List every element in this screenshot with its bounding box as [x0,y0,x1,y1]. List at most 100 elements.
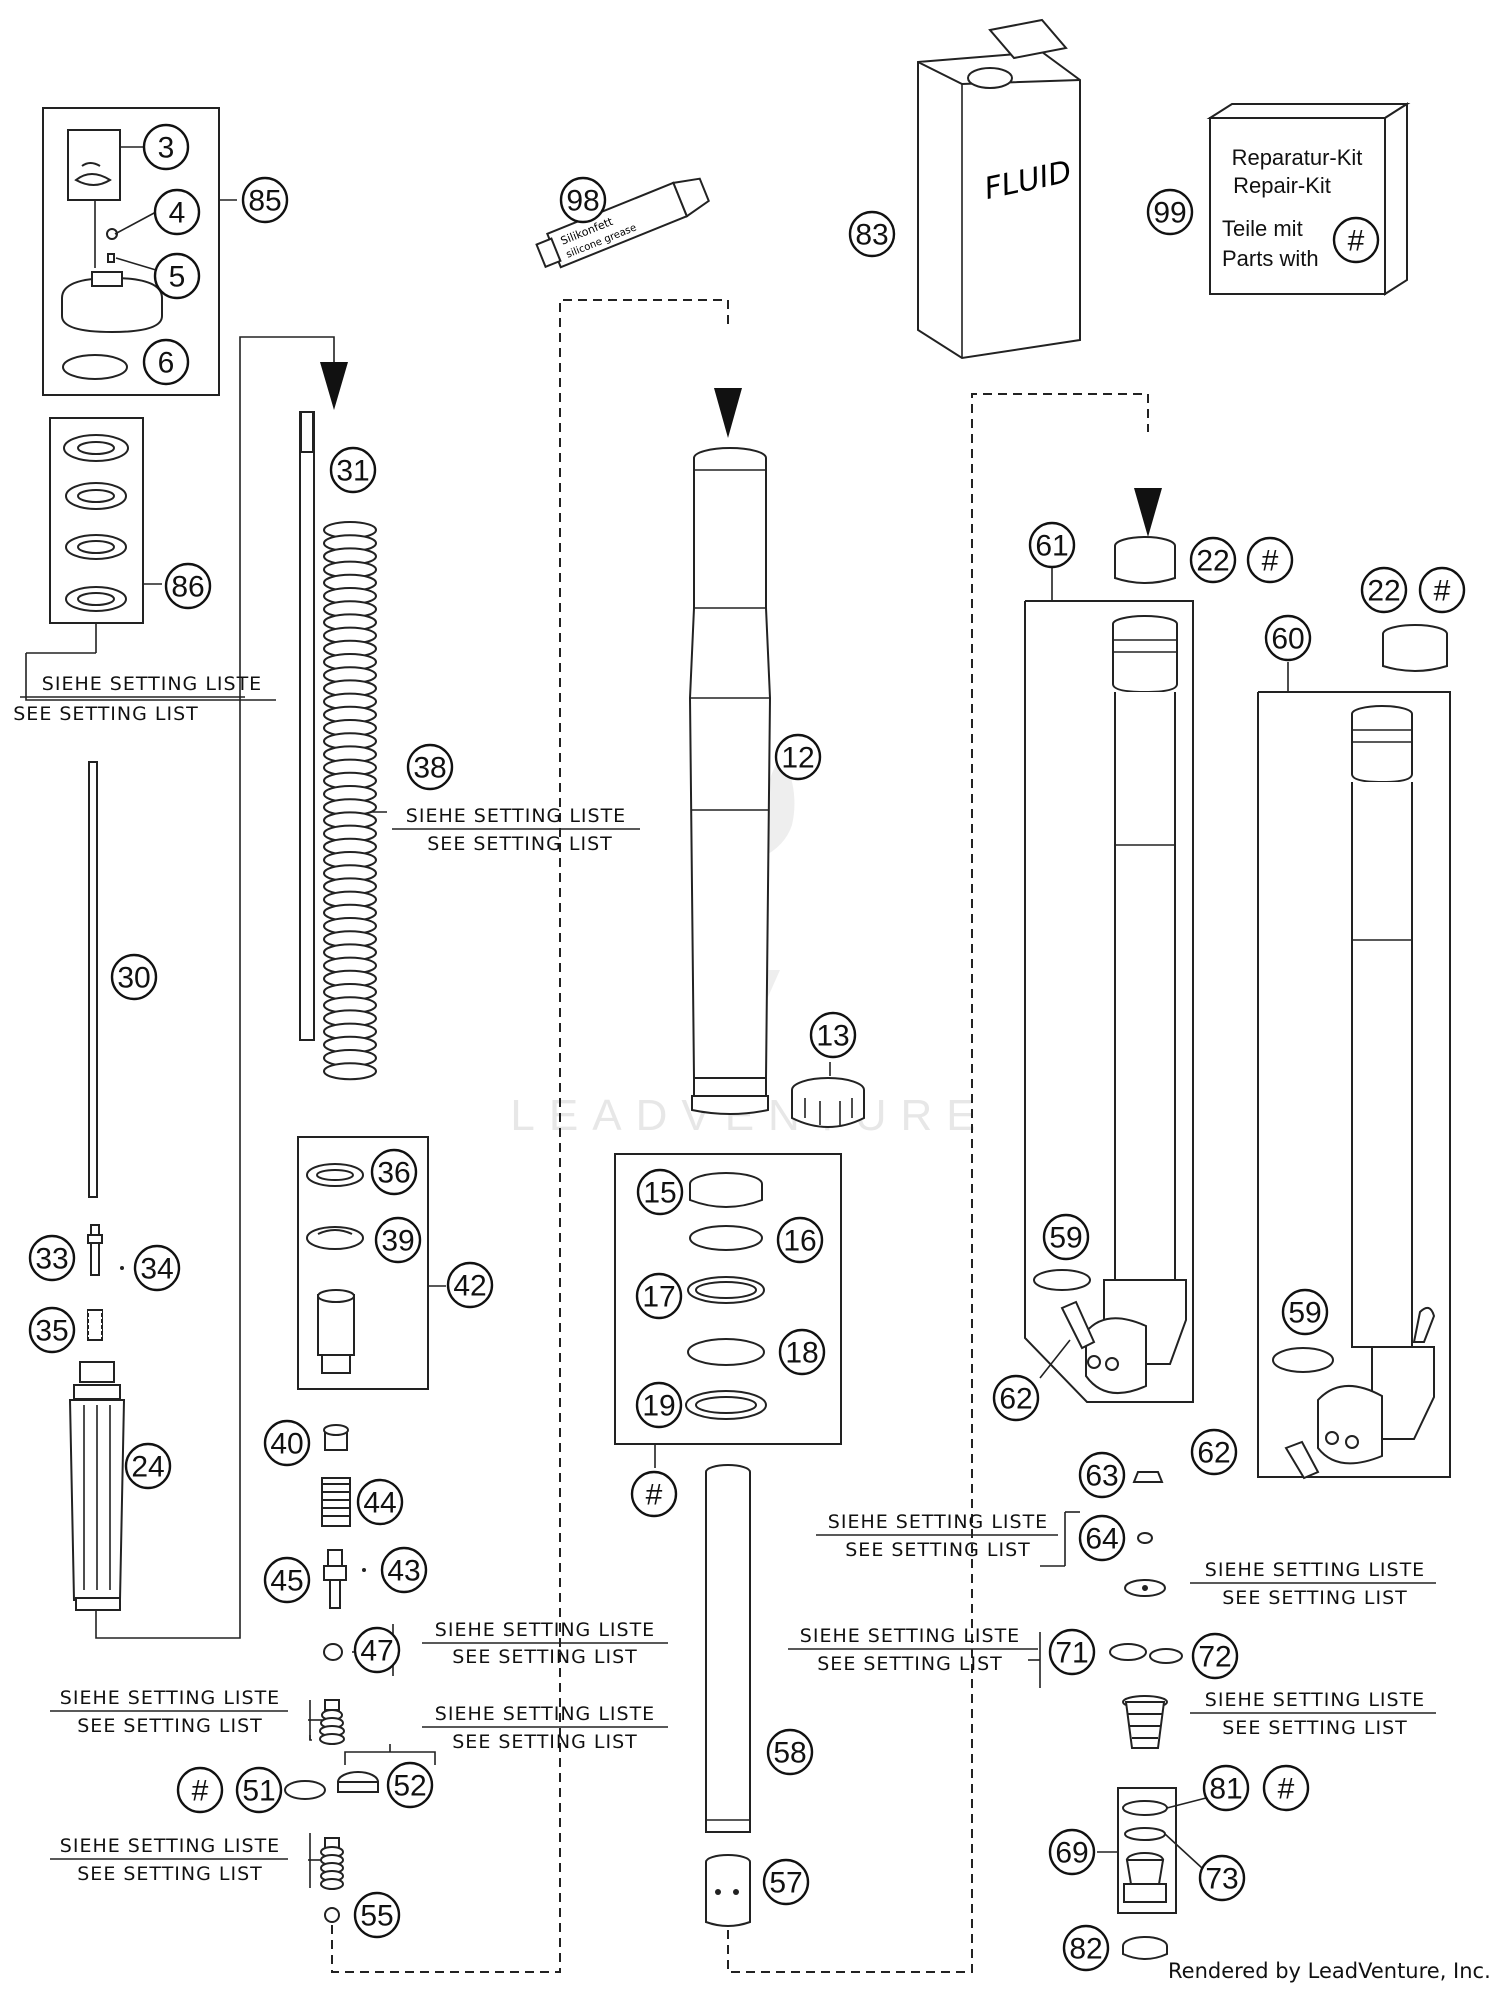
callout-p63-number: 63 [1085,1460,1118,1493]
callout-p58: 58 [766,1728,814,1776]
callout-p35-circle [28,1306,76,1354]
callout-p5-number: 5 [169,261,186,294]
callout-p82-circle [1062,1924,1110,1972]
credit-text: Rendered by LeadVenture, Inc. [1168,1959,1491,1983]
part-57-axle-clamp [705,1854,751,1927]
group-15-19 [614,1153,842,1445]
callout-p3: 3 [142,123,190,171]
group-69-compression-valve [1117,1787,1177,1960]
group-85 [42,107,220,396]
arrow-down-icon [1134,488,1162,537]
callout-p63: 63 [1078,1451,1126,1499]
setting-note-en: SEE SETTING LIST [13,703,199,725]
setting-note-de: SIEHE SETTING LISTE [800,1625,1020,1647]
callout-p40-number: 40 [270,1428,303,1461]
callout-p83-number: 83 [855,219,888,252]
callout-p57: 57 [762,1858,810,1906]
repair-kit-marker-4-number: # [1278,1773,1295,1806]
callout-p86-number: 86 [171,571,204,604]
callout-p45-circle [263,1556,311,1604]
callout-p5: 5 [153,252,201,300]
callout-p6: 6 [142,338,190,386]
callout-p62a-number: 62 [999,1383,1032,1416]
callout-p43: 43 [380,1546,428,1594]
callout-p18: 18 [778,1328,826,1376]
callout-p72: 72 [1191,1632,1239,1680]
callout-p15: 15 [636,1168,684,1216]
callout-p72-circle [1191,1632,1239,1680]
callout-p43-circle [380,1546,428,1594]
callout-p83: 83 [848,210,896,258]
callout-p86-circle [164,562,212,610]
repair-kit-marker-box-number: # [1348,225,1365,258]
callout-p18-number: 18 [785,1337,818,1370]
callout-p19: 19 [635,1381,683,1429]
callout-p62a: 62 [992,1374,1040,1422]
callout-p69-circle [1048,1828,1096,1876]
callout-p33: 33 [28,1234,76,1282]
callout-p62b: 62 [1190,1428,1238,1476]
callout-p61: 61 [1028,521,1076,569]
callout-p55-number: 55 [360,1900,393,1933]
repair-kit-marker-1-circle [1246,536,1294,584]
callout-p22b-circle [1360,566,1408,614]
callout-p61-number: 61 [1035,530,1068,563]
callout-p51-circle [235,1766,283,1814]
callout-p12-number: 12 [781,742,814,775]
callout-p45: 45 [263,1556,311,1604]
callout-p39-circle [374,1216,422,1264]
callout-p86: 86 [164,562,212,610]
repair-kit-marker-box-circle [1332,216,1380,264]
part-22-bushing [1114,536,1448,672]
arrow-down-icon [320,362,348,410]
callout-p42-number: 42 [453,1270,486,1303]
callout-p59b-number: 59 [1288,1297,1321,1330]
callout-p36: 36 [370,1148,418,1196]
setting-note-de: SIEHE SETTING LISTE [435,1703,655,1725]
callout-p38-number: 38 [413,752,446,785]
callout-p30: 30 [110,953,158,1001]
callout-p31: 31 [329,446,377,494]
part-30-damper-rod [88,761,98,1198]
callout-p18-circle [778,1328,826,1376]
callout-p19-number: 19 [642,1390,675,1423]
repair-kit-line3: Teile mit [1222,216,1303,241]
repair-kit-line4: Parts with [1222,246,1319,271]
callout-p83-circle [848,210,896,258]
part-13-guide [791,1077,865,1128]
callout-p71: 71 [1048,1628,1096,1676]
callout-p59a-number: 59 [1049,1222,1082,1255]
setting-note-de: SIEHE SETTING LISTE [42,673,262,695]
repair-kit-marker-3: # [630,1470,678,1518]
setting-note-de: SIEHE SETTING LISTE [406,805,626,827]
callout-p33-number: 33 [35,1243,68,1276]
repair-kit-marker-2-number: # [1434,575,1451,608]
setting-note-en: SEE SETTING LIST [77,1863,263,1885]
repair-kit-marker-box: # [1332,216,1380,264]
setting-note-de: SIEHE SETTING LISTE [1205,1689,1425,1711]
callout-p22a: 22 [1189,536,1237,584]
callout-p61-circle [1028,521,1076,569]
callout-p4-circle [153,188,201,236]
callout-p99-circle [1146,188,1194,236]
callout-p24-circle [124,1442,172,1490]
group-42 [297,1136,429,1390]
callout-p3-number: 3 [158,132,175,165]
callout-p47: 47 [353,1626,401,1674]
callout-p6-number: 6 [158,347,175,380]
callout-p13: 13 [809,1011,857,1059]
callout-p69: 69 [1048,1828,1096,1876]
callout-p35: 35 [28,1306,76,1354]
callout-p45-number: 45 [270,1565,303,1598]
callout-p71-circle [1048,1628,1096,1676]
callout-p33-circle [28,1234,76,1282]
callout-p22b-number: 22 [1367,575,1400,608]
callout-p22a-circle [1189,536,1237,584]
callout-p57-circle [762,1858,810,1906]
callout-p4-number: 4 [169,197,186,230]
callout-p4: 4 [153,188,201,236]
